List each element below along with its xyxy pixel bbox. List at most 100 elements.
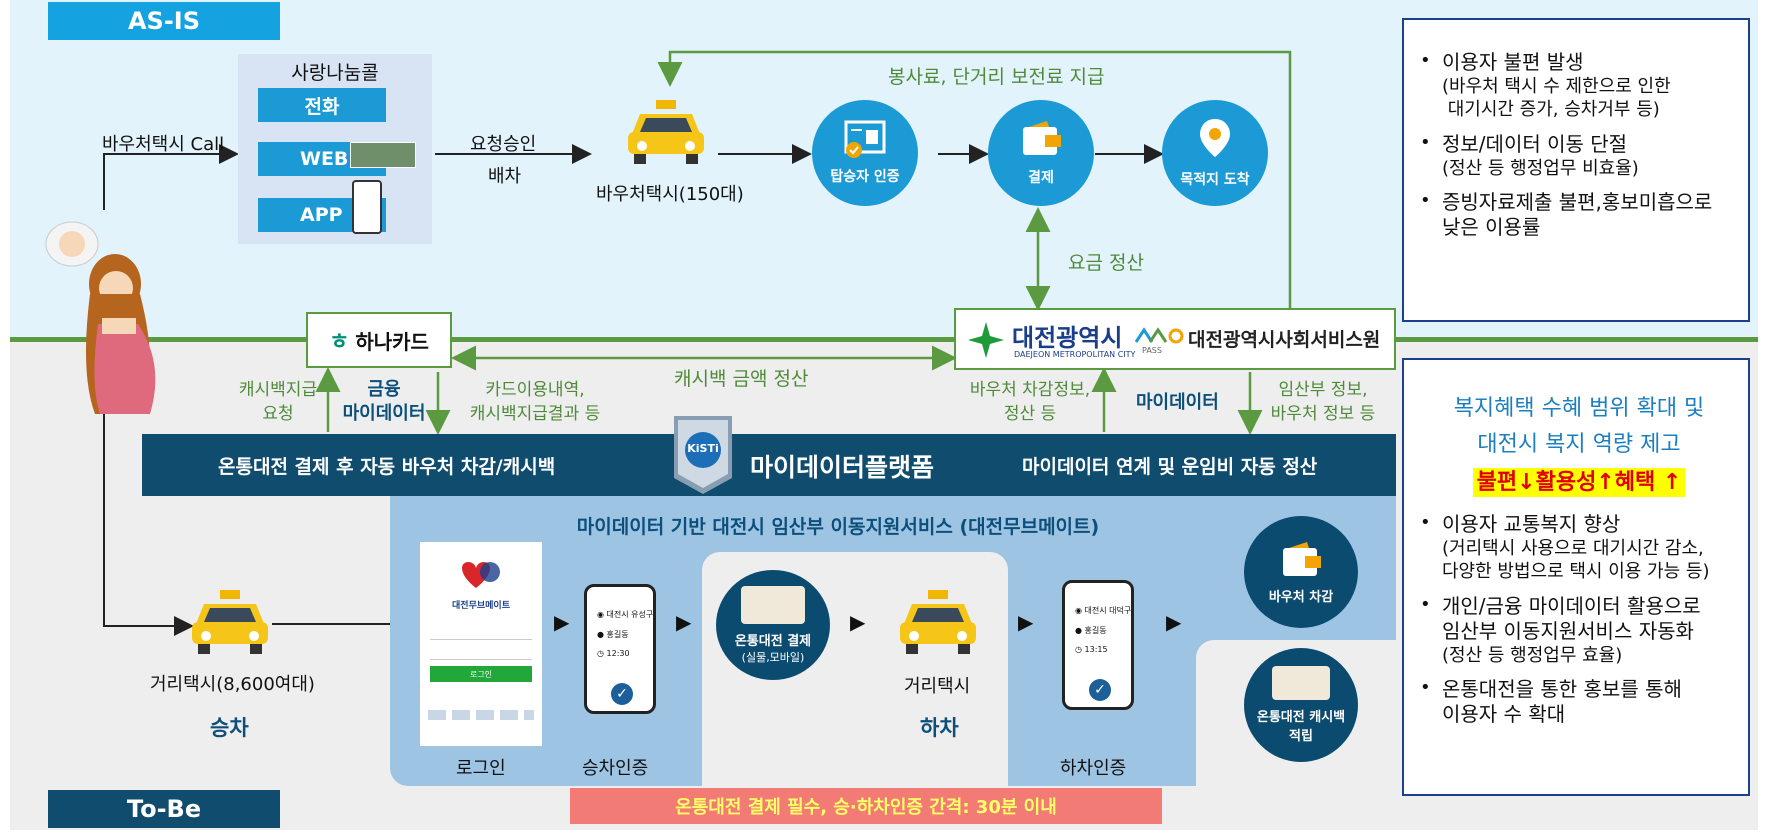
mydata-label: 마이데이터 [1136,392,1219,413]
alight-time-text: 13:15 [1084,645,1108,654]
password-input[interactable] [430,646,532,660]
location-pin-icon [1200,119,1230,157]
call-center-title: 사랑나눔콜 [291,62,379,84]
asis-bullet-3-sub1: 낮은 이용률 [1442,215,1541,240]
tobe-bullet-1-main: 이용자 교통복지 향상 [1442,512,1621,536]
pin-icon: ◉ [597,610,607,619]
step-arrow-5: ▶ [1166,610,1182,634]
voucher-deduct-info-label: 바우처 차감정보, 정산 등 [960,378,1100,426]
tobe-bullet-3-main: 온통대전을 통한 홍보를 통해 [1442,677,1682,702]
voucher-call-label: 바우처택시 Call [102,134,225,155]
asis-bullet: • 이용자 불편 발생 (바우처 택시 수 제한으로 인한 대기시간 증가, 승… [1420,50,1736,122]
person-icon: ● [1075,626,1085,635]
wallet-icon [1283,541,1321,576]
daejeon-box: 대전광역시 DAEJEON METROPOLITAN CITY PASS 대전광… [954,308,1396,370]
asis-label: AS-IS [48,2,280,40]
asis-bullet-1-sub2: 대기시간 증가, 승차거부 등) [1442,99,1660,121]
boarding-label: 승차 [210,716,249,740]
tobe-bullet-2-sub1: 임산부 이동지원서비스 자동화 [1442,618,1694,643]
request-approve-label: 요청승인 [470,134,537,155]
street-taxi-label: 거리택시(8,600여대) [150,674,315,695]
card-history-line2: 캐시백지급결과 등 [469,404,601,424]
step-arrow-1: ▶ [554,610,570,634]
boarding-location-text: 대전시 유성구 [606,610,654,619]
tobe-bullet: • 이용자 교통복지 향상 (거리택시 사용으로 대기시간 감소, 다양한 방법… [1420,512,1738,584]
alight-label: 하차 [920,716,959,740]
finance-mydata-label: 금융 마이데이터 [336,378,432,426]
boarding-time-text: 12:30 [606,649,630,658]
daejeon-name-en: DAEJEON METROPOLITAN CITY [1014,350,1136,359]
pregnant-woman-illustration [40,214,160,424]
login-caption: 로그인 [456,758,506,779]
pregnant-info-line2: 바우처 정보 등 [1270,404,1376,424]
onpay-title: 온통대전 결제 [734,633,812,649]
id-card-check-icon [844,120,886,158]
tobe-bullet-2-sub2: (정산 등 행정업무 효율) [1442,644,1623,666]
tobe-bullet: • 온통대전을 통한 홍보를 통해 이용자 수 확대 [1420,677,1738,727]
login-button[interactable]: 로그인 [430,666,532,682]
bullet-dot: • [1420,131,1431,153]
kisti-label: KiSTi [687,442,719,455]
asis-bullet: • 정보/데이터 이동 단절 (정산 등 행정업무 비효율) [1420,132,1736,180]
pass-label: PASS [1142,346,1162,355]
cashback-request-line2: 요청 [262,404,294,424]
id-input[interactable] [430,626,532,640]
app-screenshot-thumbnail [352,180,382,234]
bullet-dot: • [1420,50,1431,71]
asis-issues-box: • 이용자 불편 발생 (바우처 택시 수 제한으로 인한 대기시간 증가, 승… [1402,18,1750,322]
step-arrow-4: ▶ [1018,610,1034,634]
clock-icon: ◷ [597,649,607,658]
tobe-title-2: 대전시 복지 역량 제고 [1477,432,1681,457]
onpay-payment-step: 온통대전 결제 (실물,모바일) [716,570,830,680]
pregnant-info-label: 임산부 정보, 바우처 정보 등 [1252,378,1394,426]
boarding-auth-caption: 승차인증 [582,758,649,779]
bullet-dot: • [1420,512,1431,533]
payment-label: 결제 [1028,170,1054,186]
tobe-highlight-wrap: 불편↓활용성↑혜택 ↑ [1420,464,1738,497]
dispatch-label: 배차 [488,166,522,187]
cashback-save-line1: 온통대전 캐시백 [1256,710,1346,725]
kisti-badge: KiSTi [670,416,736,494]
clock-icon: ◷ [1075,645,1085,654]
alight-location: ◉ 대전시 대덕구 [1075,605,1131,616]
check-icon: ✓ [1089,679,1111,701]
asis-bullet-2-main: 정보/데이터 이동 단절 [1442,131,1628,156]
tobe-bullet-2-main: 개인/금융 마이데이터 활용으로 [1442,593,1701,618]
login-app-screen: 대전무브메이트 로그인 [420,542,542,746]
tobe-bullet-1-sub1: (거리택시 사용으로 대기시간 감소, [1442,538,1704,559]
platform-left-text: 온통대전 결제 후 자동 바우처 차감/캐시백 [218,456,556,478]
street-taxi-icon-2 [898,590,978,656]
bullet-dot: • [1420,190,1431,212]
tobe-label: To-Be [48,790,280,828]
passenger-auth-step: 탑승자 인증 [812,100,918,206]
daejeon-logo-icon [968,322,1004,358]
cashback-save-line2: 적립 [1289,729,1313,744]
onpay-sub: (실물,모바일) [741,650,805,664]
mydata-platform-band: 온통대전 결제 후 자동 바우처 차감/캐시백 마이데이터플랫폼 마이데이터 연… [142,434,1396,496]
cashback-request-line1: 캐시백지급 [238,380,318,400]
pregnant-info-line1: 임산부 정보, [1278,380,1368,400]
destination-step: 목적지 도착 [1162,100,1268,206]
hana-card-name: 하나카드 [355,329,429,354]
call-center-box: 사랑나눔콜 전화 WEB APP [238,54,432,244]
boarding-name-text: 홍길동 [606,630,629,639]
asis-bullet-1-main: 이용자 불편 발생 [1442,50,1584,74]
card-history-label: 카드이용내역, 캐시백지급결과 등 [450,378,620,426]
movemate-brand-label: 대전무브메이트 [452,601,510,611]
alight-auth-caption: 하차인증 [1060,758,1127,779]
tobe-bullet-1-sub2: 다양한 방법으로 택시 이용 가능 등) [1442,561,1710,583]
tobe-highlight: 불편↓활용성↑혜택 ↑ [1472,468,1686,497]
bullet-dot: • [1420,593,1431,615]
step-arrow-2: ▶ [676,610,692,634]
onpay-card-icon [741,585,805,624]
hana-card-box: ㅎ 하나카드 [306,312,452,368]
platform-center-text: 마이데이터플랫폼 [750,453,935,482]
cashback-settle-label: 캐시백 금액 정산 [674,368,809,390]
voucher-deduct-label: 바우처 차감 [1268,589,1334,605]
step-arrow-3: ▶ [850,610,866,634]
alight-auth-phone: ◉ 대전시 대덕구 ● 홍길동 ◷ 13:15 ✓ [1062,580,1134,710]
boarding-time: ◷ 12:30 [597,649,630,658]
tobe-title-1: 복지혜택 수혜 범위 확대 및 [1453,396,1705,421]
